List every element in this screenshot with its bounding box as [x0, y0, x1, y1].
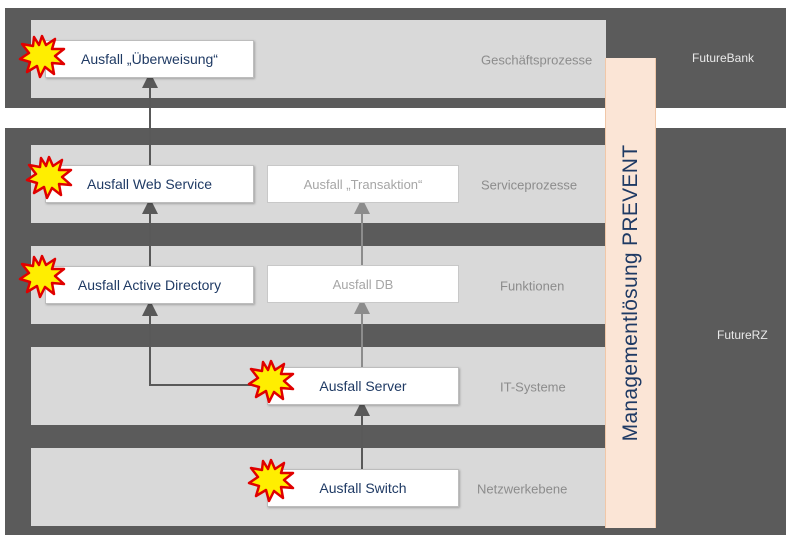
failure-box-active-directory: Ausfall Active Directory — [45, 266, 254, 304]
org-label-futurebank: FutureBank — [692, 51, 755, 65]
explosion-burst-icon — [247, 458, 295, 503]
layer-label-netzwerkebene: Netzwerkebene — [477, 481, 568, 497]
failure-box-switch: Ausfall Switch — [267, 469, 459, 507]
arrow-server-to-active-directory — [142, 300, 268, 386]
org-label-futurerz: FutureRZ — [717, 328, 768, 342]
failure-box-web-service: Ausfall Web Service — [45, 165, 254, 203]
layer-label-it-systeme: IT-Systeme — [500, 379, 566, 395]
explosion-burst-icon — [18, 34, 66, 79]
explosion-burst-icon — [25, 155, 73, 200]
management-solution-column: Managementlösung PREVENT — [605, 58, 656, 528]
layer-label-geschaeftsprozesse: Geschäftsprozesse — [481, 52, 593, 68]
failure-box-server: Ausfall Server — [267, 367, 459, 405]
failure-box-ueberweisung: Ausfall „Überweisung“ — [45, 40, 254, 78]
explosion-burst-icon — [18, 254, 66, 299]
explosion-burst-icon — [247, 359, 295, 404]
failure-box-db: Ausfall DB — [267, 265, 459, 303]
layer-label-serviceprozesse: Serviceprozesse — [481, 177, 578, 193]
failure-box-transaktion: Ausfall „Transaktion“ — [267, 165, 459, 203]
layer-label-funktionen: Funktionen — [500, 278, 565, 294]
